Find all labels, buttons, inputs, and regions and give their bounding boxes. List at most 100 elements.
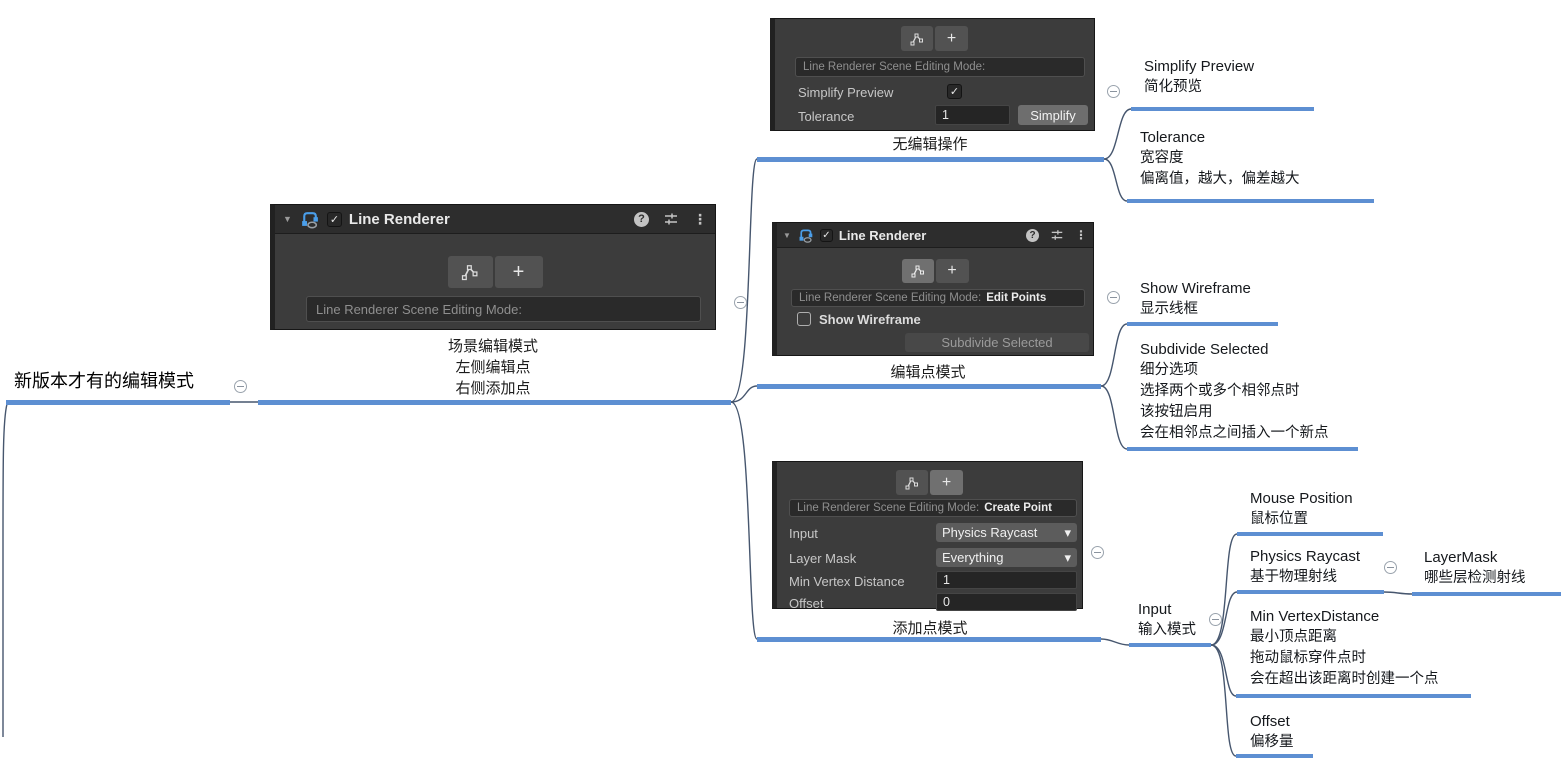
- field-placeholder: Line Renderer Scene Editing Mode:: [316, 301, 522, 317]
- more-menu-icon[interactable]: ⋮: [693, 210, 707, 227]
- collapse-icon[interactable]: [1107, 291, 1120, 304]
- edit-mode-buttons: +: [777, 470, 1082, 495]
- edit-points-icon: [905, 477, 918, 489]
- edit-points-icon: [461, 265, 478, 281]
- inspector-panel-create-point: + Line Renderer Scene Editing Mode: Crea…: [772, 461, 1083, 611]
- edit-points-mode-button[interactable]: [901, 26, 933, 51]
- topic-show-wireframe[interactable]: Show Wireframe 显示线框: [1140, 280, 1251, 317]
- field-placeholder: Line Renderer Scene Editing Mode:: [803, 61, 986, 73]
- scene-editing-mode-field[interactable]: Line Renderer Scene Editing Mode: Edit P…: [791, 289, 1085, 307]
- field-mode-value: Edit Points: [986, 292, 1047, 304]
- tolerance-input[interactable]: 1: [935, 105, 1010, 125]
- topic-input[interactable]: Input 输入模式: [1138, 601, 1196, 638]
- min-vertex-distance-label: Min Vertex Distance: [789, 574, 905, 589]
- foldout-arrow-icon[interactable]: ▼: [283, 214, 292, 224]
- line-renderer-icon: [799, 229, 813, 243]
- topic-simplify-preview[interactable]: Simplify Preview 简化预览: [1144, 58, 1255, 95]
- show-wireframe-label: Show Wireframe: [819, 312, 921, 327]
- foldout-arrow-icon[interactable]: ▼: [783, 230, 791, 240]
- branch-underline: [757, 157, 1104, 162]
- topic-mouse-position[interactable]: Mouse Position 鼠标位置: [1250, 490, 1353, 527]
- component-title: Line Renderer: [348, 210, 450, 228]
- minus-dash: [737, 301, 744, 304]
- edit-mode-buttons: +: [275, 256, 715, 288]
- caption-edit-points[interactable]: 编辑点模式: [890, 364, 966, 381]
- create-points-mode-button[interactable]: +: [930, 470, 963, 495]
- caption-no-edit[interactable]: 无编辑操作: [892, 136, 968, 153]
- branch-underline: [1127, 447, 1358, 451]
- collapse-icon[interactable]: [1209, 613, 1222, 626]
- collapse-icon[interactable]: [1107, 85, 1120, 98]
- branch-underline: [1237, 532, 1383, 536]
- edit-mode-buttons: +: [775, 26, 1094, 51]
- offset-input[interactable]: 0: [936, 593, 1077, 611]
- caption-create-point[interactable]: 添加点模式: [892, 620, 968, 637]
- edit-mode-buttons: +: [777, 259, 1093, 283]
- scene-editing-mode-field[interactable]: Line Renderer Scene Editing Mode:: [795, 57, 1085, 77]
- edit-points-mode-button[interactable]: [447, 256, 493, 288]
- branch-underline: [757, 637, 1101, 642]
- edit-points-mode-button[interactable]: [896, 470, 928, 495]
- caption-scene-mode[interactable]: 场景编辑模式 左侧编辑点 右侧添加点: [447, 338, 538, 397]
- component-enabled-checkbox[interactable]: ✓: [326, 211, 342, 227]
- help-icon[interactable]: ?: [634, 211, 649, 227]
- branch-underline: [258, 400, 731, 405]
- minus-dash: [1212, 618, 1219, 621]
- simplify-preview-label: Simplify Preview: [798, 85, 894, 100]
- edit-points-icon: [911, 265, 924, 278]
- inspector-panel-edit-points: ▼ ✓ Line Renderer ? ⋮: [772, 222, 1094, 356]
- branch-underline: [1236, 694, 1471, 698]
- topic-tolerance[interactable]: Tolerance 宽容度 偏离值，越大，偏差越大: [1140, 129, 1300, 187]
- create-points-mode-button[interactable]: +: [935, 26, 968, 51]
- help-icon[interactable]: ?: [1026, 228, 1039, 242]
- collapse-icon[interactable]: [234, 380, 247, 393]
- min-vertex-distance-input[interactable]: 1: [936, 571, 1077, 589]
- branch-underline: [1131, 107, 1314, 111]
- input-dropdown[interactable]: Physics Raycast ▾: [936, 523, 1077, 542]
- minus-dash: [1110, 296, 1117, 299]
- simplify-preview-checkbox[interactable]: ✓: [947, 84, 962, 99]
- topic-offset[interactable]: Offset 偏移量: [1250, 713, 1294, 750]
- inspector-panel-scene-mode: ▼ ✓ Line Renderer ? ⋮: [270, 204, 716, 330]
- branch-underline: [1412, 592, 1561, 596]
- minus-dash: [1110, 90, 1117, 93]
- minus-dash: [1387, 566, 1394, 569]
- collapse-icon[interactable]: [734, 296, 747, 309]
- branch-underline: [1237, 590, 1384, 594]
- field-mode-value: Create Point: [984, 502, 1052, 514]
- topic-physics-raycast[interactable]: Physics Raycast 基于物理射线: [1250, 548, 1361, 585]
- component-enabled-checkbox[interactable]: ✓: [819, 228, 833, 242]
- presets-icon[interactable]: [663, 211, 679, 227]
- simplify-button[interactable]: Simplify: [1018, 105, 1088, 125]
- layer-mask-label: Layer Mask: [789, 551, 857, 566]
- create-points-mode-button[interactable]: +: [494, 256, 543, 288]
- minus-dash: [1094, 551, 1101, 554]
- chevron-down-icon: ▾: [1064, 549, 1071, 565]
- chevron-down-icon: ▾: [1064, 524, 1071, 540]
- more-menu-icon[interactable]: ⋮: [1075, 228, 1087, 242]
- topic-min-vertex-distance[interactable]: Min VertexDistance 最小顶点距离 拖动鼠标穿件点时 会在超出该…: [1250, 608, 1439, 687]
- collapse-icon[interactable]: [1384, 561, 1397, 574]
- collapse-icon[interactable]: [1091, 546, 1104, 559]
- scene-editing-mode-field[interactable]: Line Renderer Scene Editing Mode: Create…: [789, 499, 1077, 517]
- create-points-mode-button[interactable]: +: [935, 259, 969, 283]
- topic-subdivide-selected[interactable]: Subdivide Selected 细分选项 选择两个或多个相邻点时 该按钮启…: [1140, 341, 1329, 441]
- branch-underline: [1127, 322, 1278, 326]
- branch-underline: [6, 400, 230, 405]
- edit-points-icon: [910, 33, 923, 45]
- minus-dash: [237, 385, 244, 388]
- root-topic[interactable]: 新版本才有的编辑模式: [14, 371, 194, 391]
- subdivide-selected-button[interactable]: Subdivide Selected: [905, 333, 1089, 352]
- branch-underline: [1236, 754, 1313, 758]
- field-placeholder: Line Renderer Scene Editing Mode:: [797, 502, 980, 514]
- branch-underline: [757, 384, 1101, 389]
- edit-points-mode-button[interactable]: [901, 259, 934, 283]
- show-wireframe-checkbox[interactable]: [797, 312, 811, 326]
- layer-mask-dropdown[interactable]: Everything ▾: [936, 548, 1077, 567]
- presets-icon[interactable]: [1050, 228, 1064, 242]
- input-label: Input: [789, 526, 818, 541]
- topic-layermask[interactable]: LayerMask 哪些层检测射线: [1424, 549, 1526, 586]
- branch-underline: [1127, 199, 1374, 203]
- scene-editing-mode-field[interactable]: Line Renderer Scene Editing Mode:: [306, 296, 701, 322]
